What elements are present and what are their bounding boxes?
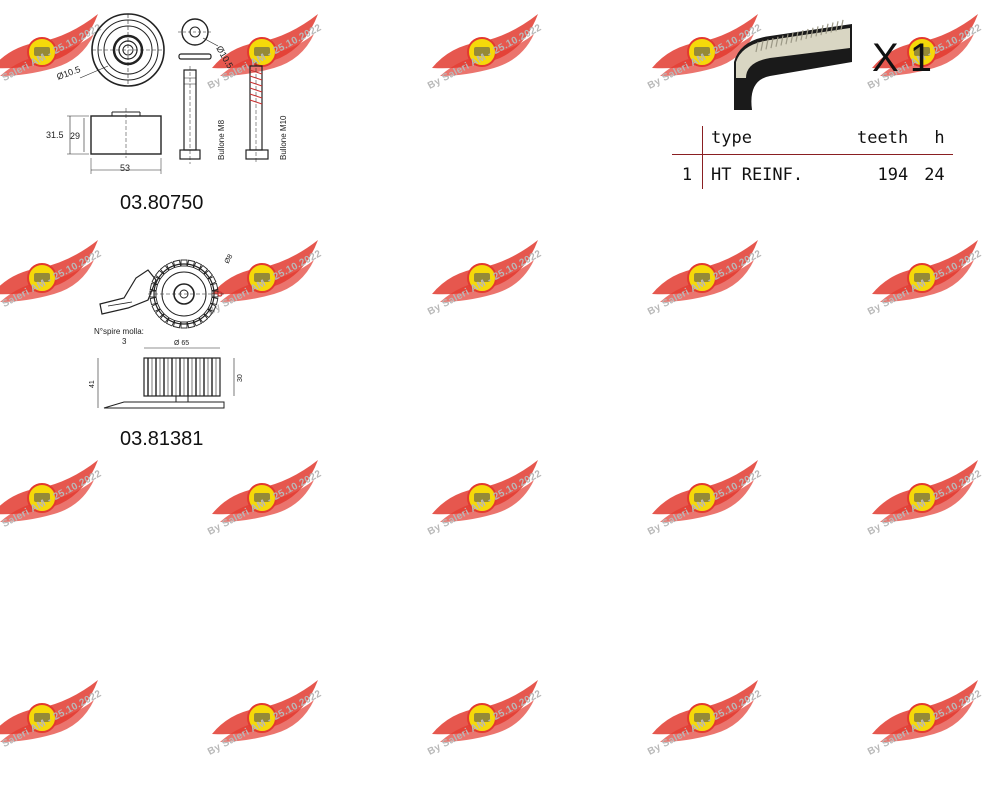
watermark-logo: By Saleri AM - 25.10.2022 [866,232,999,352]
header-type: type [711,128,752,148]
watermark-logo: By Saleri AM - 25.10.2022 [206,672,340,792]
part-code-idler: 03.80750 [120,192,204,214]
header-index [672,126,703,155]
row-type: HT REINF. [711,165,804,185]
watermark-logo: By Saleri AM - 25.10.2022 [426,452,560,572]
watermark-logo: By Saleri AM - 25.10.2022 [866,452,999,572]
wing-logo-icon [872,460,978,522]
spring-turns-value: 3 [122,337,127,346]
watermark-logo: By Saleri AM - 25.10.2022 [646,232,780,352]
wing-logo-icon [652,460,758,522]
row-h: 24 [924,165,945,185]
wing-logo-icon [432,240,538,302]
wing-logo-icon [872,240,978,302]
dim-width: 53 [120,163,130,173]
bolt-m8-drawing [179,66,201,164]
wing-logo-icon [0,460,98,522]
watermark-logo: By Saleri AM - 25.10.2022 [0,672,120,792]
watermark-text: By Saleri AM - 25.10.2022 [646,468,764,538]
watermark-text: By Saleri AM - 25.10.2022 [206,468,324,538]
tensioner-side-view [97,347,235,409]
belt-spec-table: type teeth h 1 HT REINF. 194 24 [672,126,953,189]
wing-logo-icon [212,680,318,742]
tensioner-drawing: Ø8 N°spire molla: 3 Ø 65 41 30 [89,253,244,409]
watermark-text: By Saleri AM - 25.10.2022 [206,688,324,758]
wing-logo-icon [872,680,978,742]
dim-inner-height: 29 [70,131,80,141]
watermark-logo: By Saleri AM - 25.10.2022 [426,6,560,126]
watermark-text: By Saleri AM - 25.10.2022 [426,468,544,538]
watermark-text: By Saleri AM - 25.10.2022 [646,248,764,318]
wing-logo-icon [432,680,538,742]
watermark-logo: By Saleri AM - 25.10.2022 [646,672,780,792]
watermark-logo: By Saleri AM - 25.10.2022 [206,452,340,572]
watermark-logo: By Saleri AM - 25.10.2022 [646,452,780,572]
watermark-text: By Saleri AM - 25.10.2022 [426,248,544,318]
row-index: 1 [672,154,703,189]
header-h: h [934,128,945,148]
part-code-tensioner: 03.81381 [120,428,204,450]
watermark-text: By Saleri AM - 25.10.2022 [0,468,104,538]
watermark-text: By Saleri AM - 25.10.2022 [426,22,544,92]
dim-outer-height: 31.5 [46,130,64,140]
bolt-m8-label: Bullone M8 [217,119,226,160]
header-teeth: teeth [857,128,909,148]
spring-turns-label: N°spire molla: [94,327,144,336]
idler-pulley-drawing: Ø10.5 Ø10.5 31.5 29 53 Bullone M8 [46,13,288,174]
watermark-text: By Saleri AM - 25.10.2022 [866,248,984,318]
belt-quantity: X 1 [872,36,933,80]
watermark-logo: By Saleri AM - 25.10.2022 [426,672,560,792]
watermark-logo: By Saleri AM - 25.10.2022 [426,232,560,352]
watermark-text: By Saleri AM - 25.10.2022 [426,688,544,758]
tensioner-front-view [99,259,224,329]
watermark-logo: By Saleri AM - 25.10.2022 [0,452,120,572]
pulley-front-view [79,13,165,87]
belt-teeth [736,28,850,78]
wing-logo-icon [432,14,538,76]
wing-logo-icon [652,680,758,742]
washer-view [178,18,219,60]
table-row: 1 HT REINF. 194 24 [672,154,953,189]
dim-outer-height: 41 [89,380,96,388]
wing-logo-icon [0,680,98,742]
watermark-text: By Saleri AM - 25.10.2022 [0,688,104,758]
dim-inner-height: 30 [237,374,244,382]
watermark-text: By Saleri AM - 25.10.2022 [866,688,984,758]
bolt-m10-drawing [245,62,269,164]
wing-logo-icon [652,240,758,302]
timing-belt-image [734,19,852,110]
bolt-m10-label: Bullone M10 [279,115,288,160]
wing-logo-icon [432,460,538,522]
watermark-text: By Saleri AM - 25.10.2022 [646,688,764,758]
dim-washer-diameter: Ø10.5 [214,44,235,70]
row-teeth: 194 [877,165,909,185]
watermark-text: By Saleri AM - 25.10.2022 [866,468,984,538]
belt-table-header: type teeth h [672,126,953,155]
dim-hole: Ø8 [224,253,235,265]
dim-roller-diameter: Ø10.5 [55,64,81,82]
pulley-side-view [67,108,162,174]
watermark-logo: By Saleri AM - 25.10.2022 [866,672,999,792]
dim-diameter: Ø 65 [174,340,189,347]
wing-logo-icon [212,460,318,522]
